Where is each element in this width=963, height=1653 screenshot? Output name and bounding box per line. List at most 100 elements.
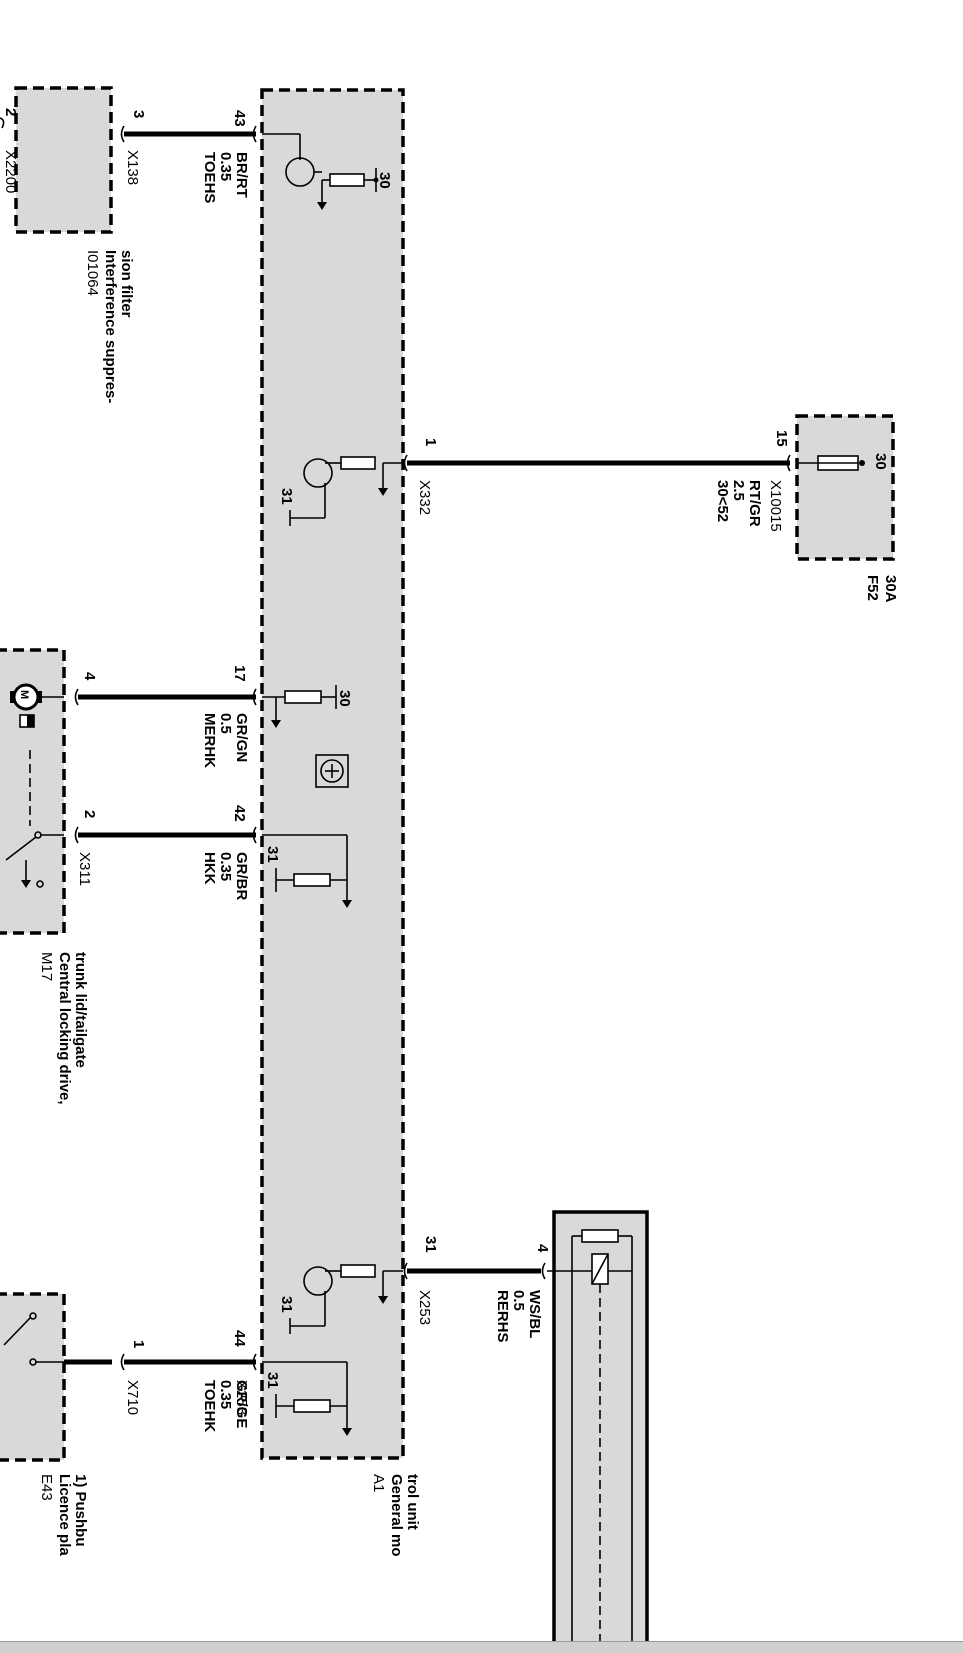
connector-x2200 — [0, 117, 5, 129]
wire-merhk-gauge: 0.5 — [217, 713, 234, 734]
wire-merhk-label: MERHK 0.5 GR/GN — [201, 713, 250, 768]
pin-relay-4-label: 4 — [534, 1244, 551, 1253]
x332-label-group: X332 — [416, 480, 433, 515]
term-31-b-group: 31 — [264, 846, 281, 863]
x253-31-label-group: X253 — [416, 1290, 433, 1325]
a1-transistor-stage-1 — [289, 456, 403, 526]
x311-label-group: X311 — [76, 852, 93, 886]
x138-label-group: X138 — [124, 150, 141, 185]
connector-a1-44 — [252, 1353, 257, 1371]
pin-m17-4-label: 4 — [81, 672, 98, 681]
e43-pushbutton-box — [0, 1292, 66, 1462]
wire-rerhs-gauge: 0.5 — [510, 1290, 527, 1311]
term-30-a-group: 30 — [376, 172, 393, 189]
fuse-symbol — [797, 455, 865, 471]
term-31-c-group: 31 — [278, 1296, 295, 1313]
a1-transistor-stage-43 — [262, 133, 379, 210]
pin-2-label: 2 — [81, 810, 98, 818]
i01064-name-1: Interference suppres- — [102, 250, 119, 403]
wire-toehk-label: TOEHK 0.35 GR/GE — [201, 1380, 250, 1432]
a1-pulldown-44 — [262, 1361, 352, 1436]
m17-switch-symbol — [5, 750, 64, 888]
connector-x311 — [74, 826, 79, 844]
wire-toehk-gauge: 0.35 — [217, 1380, 234, 1409]
a1-transistor-icon — [315, 754, 349, 788]
connector-x332 — [403, 454, 408, 472]
x10015-label-group: X10015 — [767, 480, 784, 532]
connector-x253-31 — [403, 1262, 408, 1280]
m17-name-1: Central locking drive, — [56, 952, 73, 1105]
term-30-b-group: 30 — [336, 690, 353, 707]
f52-caption: F52 30A — [864, 575, 899, 603]
x710-label-group: X710 — [124, 1380, 141, 1415]
connector-a1-42 — [252, 826, 257, 844]
a1-caption: A1 General mo trol unit — [370, 1474, 421, 1557]
pin-clipped-2-label-group: 2 — [2, 108, 19, 116]
pin-44-label: 44 — [231, 1330, 248, 1347]
pin-e43-1-label-group: 1 — [130, 1340, 147, 1348]
m17-name-2: trunk lid/tailgate — [72, 952, 89, 1068]
m17-code: M17 — [38, 952, 55, 981]
pin-3-label: 3 — [130, 110, 147, 118]
a1-transistor-stage-31 — [289, 1264, 403, 1334]
wire-merhk-signal: MERHK — [201, 713, 218, 768]
wire-hkk-label: HKK 0.35 GR/BR — [201, 852, 250, 901]
connector-x138 — [120, 125, 125, 143]
relay-symbol — [547, 1229, 633, 1653]
term-31-d-group: 31 — [264, 1372, 281, 1389]
term-30-a: 30 — [376, 172, 393, 189]
wire-toehs-gauge: 0.35 — [217, 152, 234, 181]
wire-toehs-signal: TOEHS — [201, 152, 218, 203]
pin-42-label-group: 42 — [231, 805, 248, 822]
e43-code: E43 — [38, 1474, 55, 1501]
wire-toehs-label: TOEHS 0.35 BR/RT — [201, 152, 250, 203]
wire-toehk-signal: TOEHK — [201, 1380, 218, 1432]
motor-letter-group: M — [18, 690, 30, 699]
wire-hkk-color: GR/BR — [233, 852, 250, 901]
x253-44-label: X253 — [233, 1380, 250, 1415]
horizontal-scrollbar[interactable] — [0, 1641, 963, 1653]
pin-42-label: 42 — [231, 805, 248, 822]
a1-name-2: trol unit — [404, 1474, 421, 1530]
wire-rerhs-label: RERHS 0.5 WS/BL — [494, 1290, 543, 1343]
x2200-label: X2200 — [2, 150, 19, 193]
a1-pulldown-42 — [262, 834, 352, 908]
wire-rerhs-color: WS/BL — [526, 1290, 543, 1338]
connector-a1-43 — [252, 125, 257, 143]
pin-clipped-2-label: 2 — [2, 108, 19, 116]
pin-m17-4-label-group: 4 — [81, 672, 98, 681]
connector-x710 — [120, 1353, 125, 1371]
a1-name-1: General mo — [388, 1474, 405, 1557]
wire-feed-gauge: 2.5 — [730, 480, 747, 501]
pin-43-label: 43 — [231, 110, 248, 127]
wire-hkk-signal: HKK — [201, 852, 218, 885]
e43-switch-symbol — [3, 1312, 64, 1366]
pin-e43-1-label: 1 — [130, 1340, 147, 1348]
pin-15-label-group: 15 — [773, 430, 790, 447]
wire-rerhs-signal: RERHS — [494, 1290, 511, 1343]
pin-1-label-group: 1 — [422, 438, 439, 446]
pin-17-label-group: 17 — [231, 665, 248, 682]
i01064-filter-box — [14, 86, 113, 234]
x10015-label: X10015 — [767, 480, 784, 532]
pin-2-label-group: 2 — [81, 810, 98, 818]
term-31-b: 31 — [264, 846, 281, 863]
term-31-a: 31 — [278, 488, 295, 505]
i01064-name-2: sion filter — [118, 250, 135, 318]
wire-merhk-color: GR/GN — [233, 713, 250, 762]
term-30-fuse-group: 30 — [872, 453, 889, 470]
e43-caption: E43 Licence pla 1) Pushbu — [38, 1474, 89, 1556]
connector-marks — [74, 125, 791, 1371]
wire-feed-label: 30<52 2.5 RT/GR — [714, 480, 763, 527]
m17-caption: M17 Central locking drive, trunk lid/tai… — [38, 952, 89, 1105]
x710-label: X710 — [124, 1380, 141, 1415]
motor-letter: M — [18, 690, 30, 699]
e43-name-2: 1) Pushbu — [72, 1474, 89, 1547]
i01064-code: I01064 — [84, 250, 101, 296]
pin-3-label-group: 3 — [130, 110, 147, 118]
connector-x10015 — [786, 454, 791, 472]
pin-15-label: 15 — [773, 430, 790, 447]
term-30-b: 30 — [336, 690, 353, 707]
